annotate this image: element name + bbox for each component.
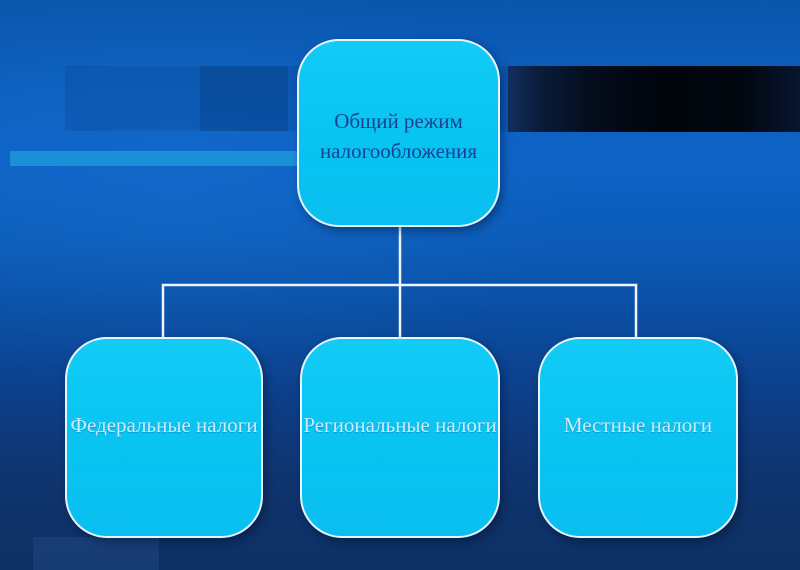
background-band-dark-block: [200, 66, 288, 131]
node-general-tax-regime-label: Общий режим налогообложения: [319, 109, 478, 163]
background-dark-stripe: [508, 66, 800, 132]
connector-path: [161, 226, 638, 338]
node-federal-taxes: Федеральные налоги: [65, 337, 263, 538]
background-bottom-left-block: [33, 537, 159, 570]
node-general-tax-regime: Общий режим налогообложения: [297, 39, 500, 227]
node-local-taxes: Местные налоги: [538, 337, 738, 538]
node-regional-taxes-label: Региональные налоги: [303, 412, 497, 437]
node-regional-taxes: Региональные налоги: [300, 337, 500, 538]
node-federal-taxes-label: Федеральные налоги: [70, 412, 258, 437]
node-local-taxes-label: Местные налоги: [563, 412, 713, 437]
